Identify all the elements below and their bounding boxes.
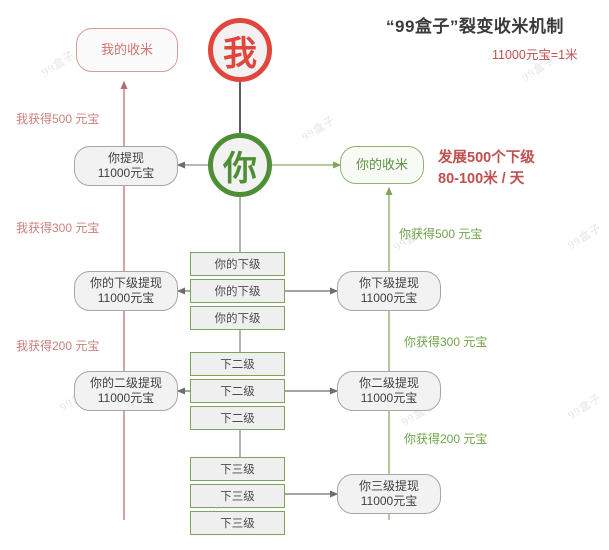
node-your-lv2-withdraw-line-1: 你二级提现 <box>358 375 419 390</box>
node-your-sub-withdraw-line-1: 你下级提现 <box>358 275 419 290</box>
level-3-item[interactable]: 下三级 <box>190 457 285 481</box>
note-right-500: 你获得500 元宝 <box>399 227 483 241</box>
node-my-sub-withdraw-line-1: 你的下级提现 <box>89 275 162 290</box>
level-2-item[interactable]: 下二级 <box>190 406 285 430</box>
note-left-200: 我获得200 元宝 <box>16 339 100 353</box>
node-you-withdraw-line-2: 11000元宝 <box>97 166 155 180</box>
node-your-income[interactable]: 你的收米 <box>340 146 424 184</box>
node-you-withdraw-line-1: 你提现 <box>107 150 144 165</box>
node-your-sub-withdraw-line-2: 11000元宝 <box>360 291 418 305</box>
watermark: 99盒子 <box>566 391 604 422</box>
node-your-lv3-withdraw[interactable]: 你三级提现 11000元宝 <box>337 474 441 514</box>
node-your-lv2-withdraw-line-2: 11000元宝 <box>360 391 418 405</box>
level-2-item[interactable]: 下二级 <box>190 379 285 403</box>
note-right-200: 你获得200 元宝 <box>404 432 488 446</box>
watermark: 99盒子 <box>566 221 604 252</box>
note-left-300: 我获得300 元宝 <box>16 221 100 235</box>
node-my-lv2-withdraw-line-2: 11000元宝 <box>97 391 155 405</box>
watermark: 99盒子 <box>40 48 78 79</box>
node-your-income-label: 你的收米 <box>355 156 408 172</box>
node-my-income-label: 我的收米 <box>100 41 153 57</box>
node-my-lv2-withdraw[interactable]: 你的二级提现 11000元宝 <box>74 371 178 411</box>
node-you-withdraw[interactable]: 你提现 11000元宝 <box>74 146 178 186</box>
note-left-500: 我获得500 元宝 <box>16 112 100 126</box>
node-your-lv2-withdraw[interactable]: 你二级提现 11000元宝 <box>337 371 441 411</box>
node-my-income[interactable]: 我的收米 <box>76 28 178 72</box>
callout-line-2: 80-100米 / 天 <box>438 171 525 188</box>
node-your-sub-withdraw[interactable]: 你下级提现 11000元宝 <box>337 271 441 311</box>
page-title: “99盒子”裂变收米机制 <box>386 17 564 36</box>
level-3-item[interactable]: 下三级 <box>190 511 285 535</box>
node-my-lv2-withdraw-line-1: 你的二级提现 <box>89 375 162 390</box>
node-my-sub-withdraw[interactable]: 你的下级提现 11000元宝 <box>74 271 178 311</box>
node-your-lv3-withdraw-line-2: 11000元宝 <box>360 494 418 508</box>
note-right-300: 你获得300 元宝 <box>404 335 488 349</box>
level-1-item[interactable]: 你的下级 <box>190 306 285 330</box>
watermark: 99盒子 <box>300 113 338 144</box>
page-subtitle: 11000元宝=1米 <box>492 48 578 62</box>
callout-line-1: 发展500个下级 <box>438 150 535 166</box>
node-me-circle[interactable]: 我 <box>208 18 272 82</box>
node-you-circle[interactable]: 你 <box>208 133 272 197</box>
callout-growth: 发展500个下级 80-100米 / 天 <box>438 148 535 190</box>
node-your-lv3-withdraw-line-1: 你三级提现 <box>358 478 419 493</box>
node-my-sub-withdraw-line-2: 11000元宝 <box>97 291 155 305</box>
level-3-item[interactable]: 下三级 <box>190 484 285 508</box>
level-1-item[interactable]: 你的下级 <box>190 279 285 303</box>
level-1-item[interactable]: 你的下级 <box>190 252 285 276</box>
level-2-item[interactable]: 下二级 <box>190 352 285 376</box>
